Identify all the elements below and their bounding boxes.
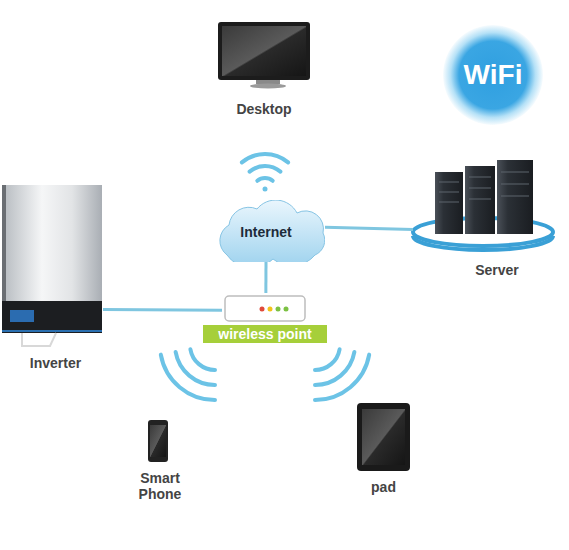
server-rack xyxy=(465,166,495,234)
tablet-body xyxy=(357,403,410,471)
monitor-screen xyxy=(222,26,306,76)
rack-slots xyxy=(439,172,529,202)
device-label: pad xyxy=(371,479,396,495)
device-label: Inverter xyxy=(30,355,81,371)
rack-slot xyxy=(469,188,491,189)
server-ring-front xyxy=(413,236,553,250)
router-led xyxy=(276,307,281,312)
router-led xyxy=(268,307,273,312)
wave-arc xyxy=(315,349,340,370)
wave-arc xyxy=(257,178,272,181)
rack-slot xyxy=(469,177,491,178)
wave-arc xyxy=(176,352,215,385)
monitor-frame xyxy=(218,22,310,80)
inverter-cable xyxy=(22,333,56,346)
rack-slot xyxy=(439,192,459,193)
device-label: Server xyxy=(475,262,519,278)
wave-arc xyxy=(315,355,369,400)
rack-slot xyxy=(439,202,459,203)
rack-slot xyxy=(501,172,529,173)
device-label: Desktop xyxy=(236,101,291,117)
cloud-label: Internet xyxy=(207,224,325,240)
connector-line xyxy=(103,308,222,312)
monitor-base xyxy=(250,84,286,89)
phone-screen xyxy=(150,425,166,457)
rack-slot xyxy=(469,199,491,200)
server-illustration xyxy=(413,160,553,250)
router-illustration xyxy=(225,296,305,321)
inverter-stripe xyxy=(2,330,102,332)
monitor-stand xyxy=(256,80,280,84)
connector-line xyxy=(264,262,267,293)
wave-arc xyxy=(315,352,354,385)
wave-dot xyxy=(263,187,268,192)
server-node: Server xyxy=(413,155,555,248)
device-label: Smart Phone xyxy=(130,470,190,502)
inverter-display xyxy=(10,310,34,322)
inverter-node: Inverter xyxy=(0,185,103,335)
wave-arc xyxy=(242,154,288,162)
internet-cloud: Internet xyxy=(207,200,325,262)
wifi-badge: WiFi xyxy=(443,25,543,125)
wifi-logo-text: WiFi xyxy=(443,59,543,91)
wireless-waves xyxy=(242,154,288,191)
tablet-illustration xyxy=(357,403,410,471)
wave-arc xyxy=(250,166,281,172)
monitor-illustration xyxy=(218,22,310,89)
wave-arc xyxy=(161,355,215,400)
router-led xyxy=(284,307,289,312)
inverter-body xyxy=(2,185,102,303)
inverter-edge xyxy=(2,185,6,303)
tablet-screen xyxy=(362,409,405,465)
inverter-panel xyxy=(2,301,102,333)
rack-slot xyxy=(439,182,459,183)
inverter-illustration xyxy=(2,185,102,346)
router-led xyxy=(260,307,265,312)
rack-slot xyxy=(501,196,529,197)
desktop-node: Desktop xyxy=(218,22,310,84)
server-rack xyxy=(435,172,463,234)
router-body xyxy=(225,296,305,321)
rack-slot xyxy=(501,184,529,185)
wireless-point-node: wireless point xyxy=(222,293,308,345)
wireless-point-band: wireless point xyxy=(203,325,327,343)
phone-node: Smart Phone xyxy=(148,420,168,462)
phone-illustration xyxy=(148,420,168,462)
phone-body xyxy=(148,420,168,462)
wave-arc xyxy=(190,349,215,370)
server-rack xyxy=(497,160,533,234)
connector-line xyxy=(325,227,413,229)
pad-node: pad xyxy=(357,403,410,471)
wireless-waves xyxy=(161,349,369,400)
